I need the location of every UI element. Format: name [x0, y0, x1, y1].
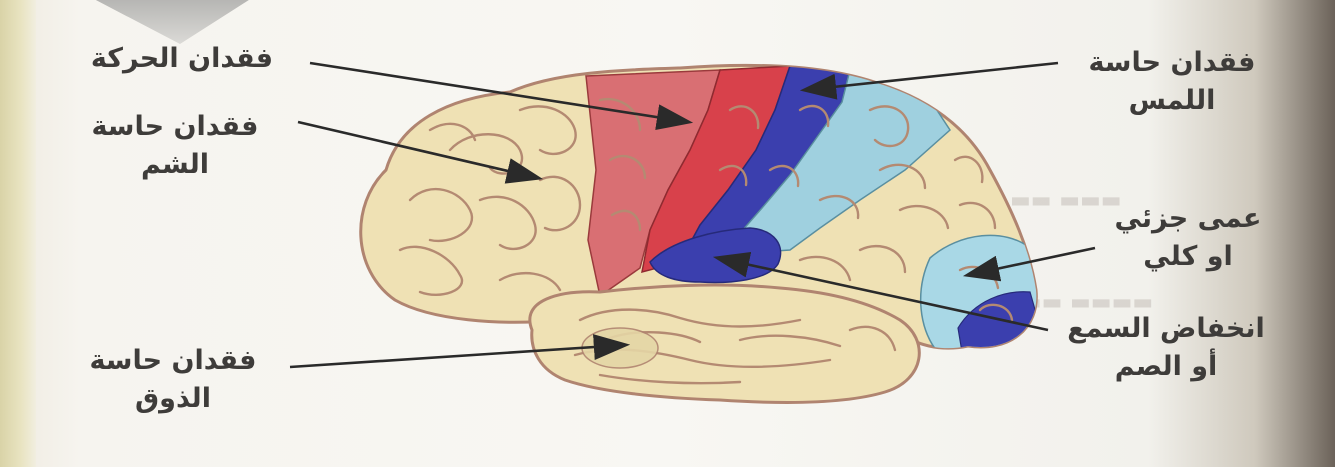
label-hearing-loss: انخفاض السمع أو الصم [1052, 310, 1280, 386]
label-touch-loss-line2: اللمس [1062, 82, 1282, 120]
label-motor-loss: فقدان الحركة [62, 40, 302, 78]
label-smell-loss-line1: فقدان حاسة [60, 108, 290, 146]
label-blindness-line1: عمى جزئي [1098, 200, 1278, 238]
label-touch-loss: فقدان حاسة اللمس [1062, 44, 1282, 120]
label-smell-loss: فقدان حاسة الشم [60, 108, 290, 184]
temporal-lobe [530, 285, 919, 402]
label-taste-loss-line2: الذوق [58, 380, 288, 418]
label-hearing-loss-line2: أو الصم [1052, 348, 1280, 386]
label-taste-loss-line1: فقدان حاسة [58, 342, 288, 380]
label-hearing-loss-line1: انخفاض السمع [1052, 310, 1280, 348]
label-taste-loss: فقدان حاسة الذوق [58, 342, 288, 418]
label-smell-loss-line2: الشم [60, 146, 290, 184]
label-motor-loss-text: فقدان الحركة [62, 40, 302, 78]
label-blindness-line2: او كلي [1098, 238, 1278, 276]
label-blindness: عمى جزئي او كلي [1098, 200, 1278, 276]
label-touch-loss-line1: فقدان حاسة [1062, 44, 1282, 82]
